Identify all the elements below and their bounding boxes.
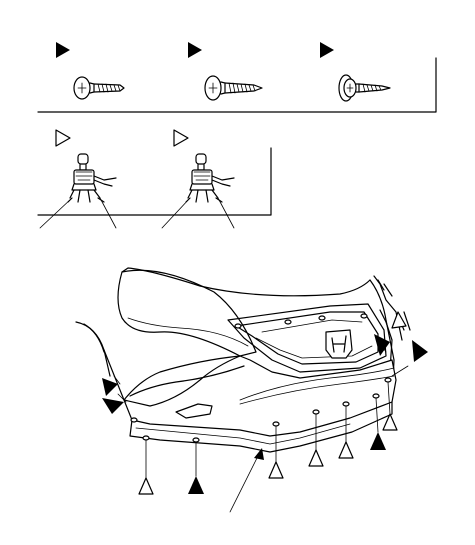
legend-filled-triangle-2 [188,42,202,58]
tapping-screw-icon [204,75,263,101]
filled-triangle-marker [374,334,390,356]
outline-triangle-marker [391,311,407,329]
hood-edge [121,267,371,297]
legend-upper-border [37,57,437,113]
legend-outline-triangle-1 [55,129,71,147]
headlight [117,269,257,357]
outline-triangle-markers [138,311,407,495]
legend-filled-triangle-3 [320,42,334,58]
filled-triangle-marker [102,378,118,396]
legend-lower-border [37,147,272,216]
marker-leader-lines [113,339,409,513]
clip-fastener-icon-2 [161,153,235,229]
legend-filled-triangle-1 [56,42,70,58]
legend-lower-panel [37,129,272,229]
bumper-assembly [75,267,428,513]
outline-triangle-marker [382,413,398,431]
grille-clip-points [234,313,368,329]
bumper-cover [103,349,397,437]
pan-head-screw-icon [73,76,125,100]
filled-triangle-marker [412,340,428,362]
left-fender-arch [75,321,111,377]
outline-triangle-marker [138,477,154,495]
legend-upper-panel [37,42,437,113]
filled-triangle-marker [102,398,124,414]
right-fender-edge [369,279,395,401]
outline-triangle-marker [268,461,284,479]
fog-light-opening [175,403,213,419]
grille-frame [227,303,387,373]
grille-emblem [325,329,353,359]
clip-fastener-icon-1 [39,153,117,229]
outline-triangle-marker [308,449,324,467]
bumper-lower-skirt [129,401,393,453]
outline-triangle-marker [338,441,354,459]
filled-triangle-marker [188,476,204,494]
filled-triangle-markers [102,334,428,494]
filled-triangle-marker [370,432,386,450]
washer-tapping-screw-icon [338,74,391,102]
legend-outline-triangle-2 [173,129,189,147]
